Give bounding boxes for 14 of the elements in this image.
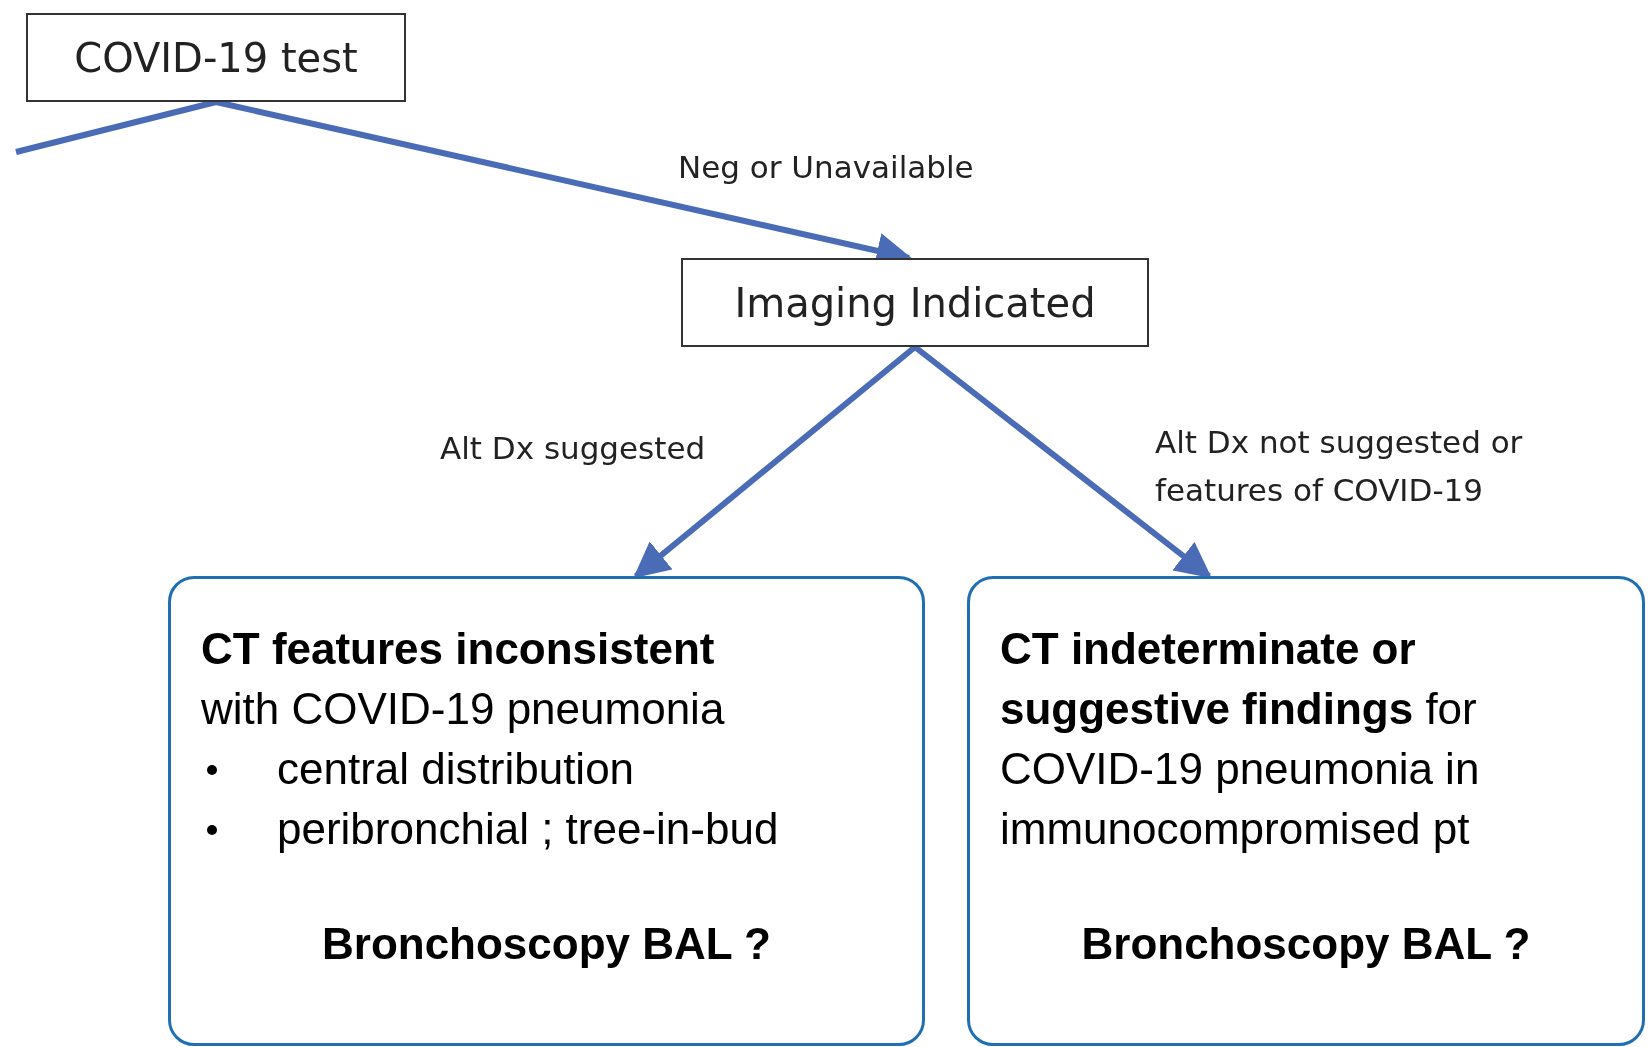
edge-label: Alt Dx not suggested or features of COVID-19 xyxy=(1155,423,1524,510)
finding-card xyxy=(967,576,1645,1046)
finding-card xyxy=(168,576,925,1046)
edge-label: Alt Dx suggested xyxy=(440,429,707,468)
edge-label: Neg or Unavailable xyxy=(678,148,975,187)
finding-text: CT indeterminate or suggestive findings for COVID-19 pneumonia in immunocompromised pt xyxy=(1000,623,1481,855)
process-box xyxy=(681,258,1149,347)
recommendation-text: Bronchoscopy BAL ? xyxy=(321,918,772,970)
bullet-text: peribronchial ; tree-in-bud xyxy=(277,804,779,853)
recommendation-text: Bronchoscopy BAL ? xyxy=(1080,918,1532,970)
box-label: COVID-19 test xyxy=(74,34,358,81)
box-label: Imaging Indicated xyxy=(734,279,1096,326)
bullet-text: central distribution xyxy=(277,744,635,793)
process-box xyxy=(26,13,406,102)
